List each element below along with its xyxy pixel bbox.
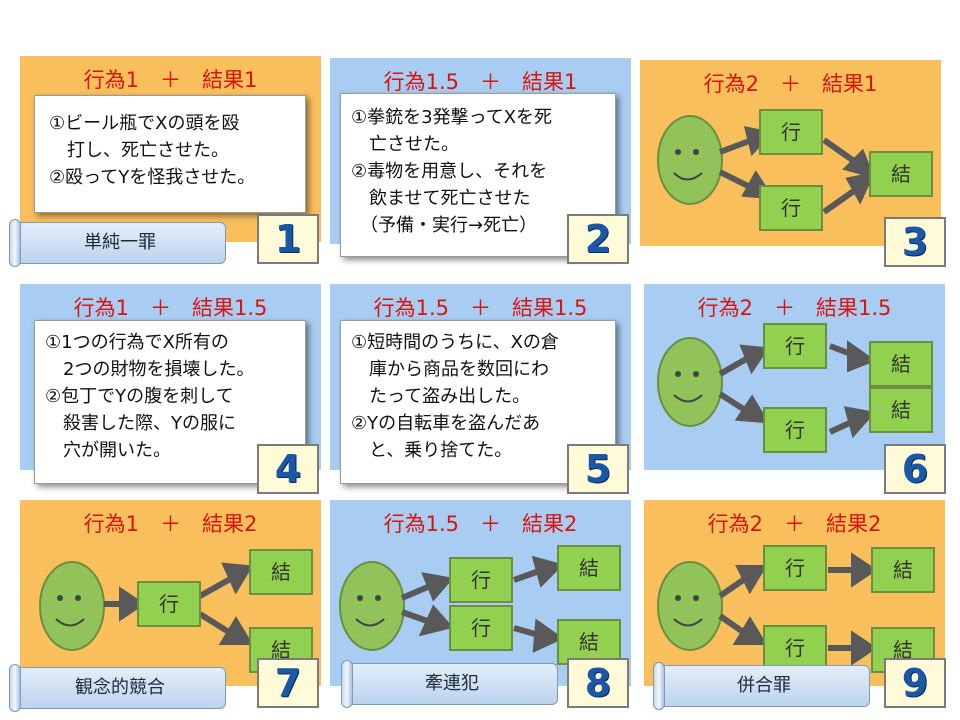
act-box: [449, 605, 513, 651]
act-label: 行: [781, 120, 801, 144]
note-line: 穴が開いた。: [45, 440, 171, 461]
panel-6: 行 行 結 結 行為2 ＋ 結果1.5: [644, 284, 945, 470]
scroll-label-8: 牽連犯: [341, 660, 558, 708]
number-badge-4: 4: [257, 444, 319, 494]
act-box: [449, 557, 513, 603]
smiley-icon: [657, 115, 723, 205]
act-box: [759, 109, 823, 155]
panel-3: 行 行 結 行為2 ＋ 結果1: [640, 60, 941, 246]
panel-title: 行為2 ＋ 結果1.5: [697, 296, 892, 320]
note-line: ②Yの自転車を盗んだあ: [351, 413, 541, 434]
scroll-label-7: 観念的競合: [9, 664, 226, 712]
example-note-5: ①短時間のうちに、Xの倉 庫から商品を数回にわ たって盗み出した。 ②Yの自転車…: [340, 320, 616, 484]
result-label: 結: [891, 162, 911, 186]
panel-8: 行 行 結 結 行為1.5 ＋ 結果2: [330, 500, 631, 686]
act-label: 行: [471, 568, 491, 592]
result-box: [557, 619, 621, 665]
act-label: 行: [781, 196, 801, 220]
act-box: [763, 625, 827, 671]
number-badge-5: 5: [567, 444, 629, 494]
result-label: 結: [891, 352, 911, 376]
act-box: [763, 323, 827, 369]
panel-title: 行為2 ＋ 結果2: [707, 512, 882, 536]
note-line: ①ビール瓶でXの頭を殴: [49, 113, 240, 134]
example-note-4: ①1つの行為でX所有の 2つの財物を損壊した。 ②包丁でYの腹を刺して 殺害した…: [34, 320, 306, 484]
act-box: [137, 581, 201, 627]
number-badge-3: 3: [884, 217, 946, 267]
panel-title: 行為1 ＋ 結果2: [83, 512, 258, 536]
result-label: 結: [271, 560, 291, 584]
panel-title: 行為1 ＋ 結果1.5: [73, 296, 268, 320]
note-line: ②包丁でYの腹を刺して: [45, 386, 234, 407]
note-line: （予備・実行→死亡）: [351, 215, 538, 236]
panel-title: 行為2 ＋ 結果1: [703, 72, 878, 96]
number-badge-9: 9: [884, 658, 946, 708]
act-label: 行: [785, 636, 805, 660]
scroll-label-9: 併合罪: [653, 662, 870, 710]
note-line: ①1つの行為でX所有の: [45, 332, 229, 353]
result-box: [557, 545, 621, 591]
panel-7: 行 結 結 行為1 ＋ 結果2: [20, 500, 321, 686]
note-line: 亡させた。: [351, 134, 459, 155]
smiley-icon: [339, 561, 405, 651]
diagram-8: 行 行 結 結: [339, 545, 621, 665]
panel-title: 行為1 ＋ 結果1: [83, 68, 258, 92]
panel-title: 行為1.5 ＋ 結果2: [383, 512, 578, 536]
smiley-icon: [657, 337, 723, 427]
result-label: 結: [579, 630, 599, 654]
panel-title: 行為1.5 ＋ 結果1.5: [373, 296, 588, 320]
panel-title: 行為1.5 ＋ 結果1: [383, 70, 578, 94]
note-line: ①短時間のうちに、Xの倉: [351, 332, 559, 353]
result-label: 結: [893, 638, 913, 662]
act-label: 行: [785, 334, 805, 358]
act-label: 行: [785, 556, 805, 580]
result-box: [869, 341, 933, 387]
result-box: [871, 547, 935, 593]
result-label: 結: [891, 398, 911, 422]
note-line: 打し、死亡させた。: [49, 140, 229, 161]
note-line: ②毒物を用意し、それを: [351, 161, 548, 182]
act-label: 行: [471, 616, 491, 640]
diagram-9: 行 行 結 結: [657, 545, 935, 673]
number-badge-1: 1: [257, 214, 319, 264]
diagram-6: 行 行 結 結: [657, 323, 933, 453]
note-line: 庫から商品を数回にわ: [351, 359, 549, 380]
act-box: [763, 545, 827, 591]
result-box: [869, 387, 933, 433]
number-badge-8: 8: [567, 658, 629, 708]
note-line: たって盗み出した。: [351, 386, 531, 407]
number-badge-7: 7: [257, 658, 319, 708]
scroll-label-1: 単純一罪: [9, 219, 226, 267]
act-box: [759, 185, 823, 231]
result-label: 結: [271, 638, 291, 662]
smiley-icon: [39, 561, 105, 651]
note-line: 殺害した際、Yの服に: [45, 413, 236, 434]
example-note-1: ①ビール瓶でXの頭を殴 打し、死亡させた。 ②殴ってYを怪我させた。: [34, 95, 306, 213]
panel-9: 行 行 結 結 行為2 ＋ 結果2: [644, 500, 945, 686]
note-line: 2つの財物を損壊した。: [45, 359, 255, 380]
note-line: ①拳銃を3発撃ってXを死: [351, 107, 553, 128]
diagram-3: 行 行 結: [657, 109, 933, 231]
result-box: [869, 151, 933, 197]
result-box: [249, 549, 313, 595]
note-line: ②殴ってYを怪我させた。: [49, 167, 256, 188]
number-badge-6: 6: [884, 444, 946, 494]
act-label: 行: [785, 418, 805, 442]
act-box: [763, 407, 827, 453]
number-badge-2: 2: [567, 214, 629, 264]
result-label: 結: [579, 556, 599, 580]
note-line: 飲ませて死亡させた: [351, 188, 531, 209]
smiley-icon: [657, 561, 723, 651]
act-label: 行: [159, 592, 179, 616]
result-label: 結: [893, 558, 913, 582]
note-line: と、乗り捨てた。: [351, 440, 513, 461]
